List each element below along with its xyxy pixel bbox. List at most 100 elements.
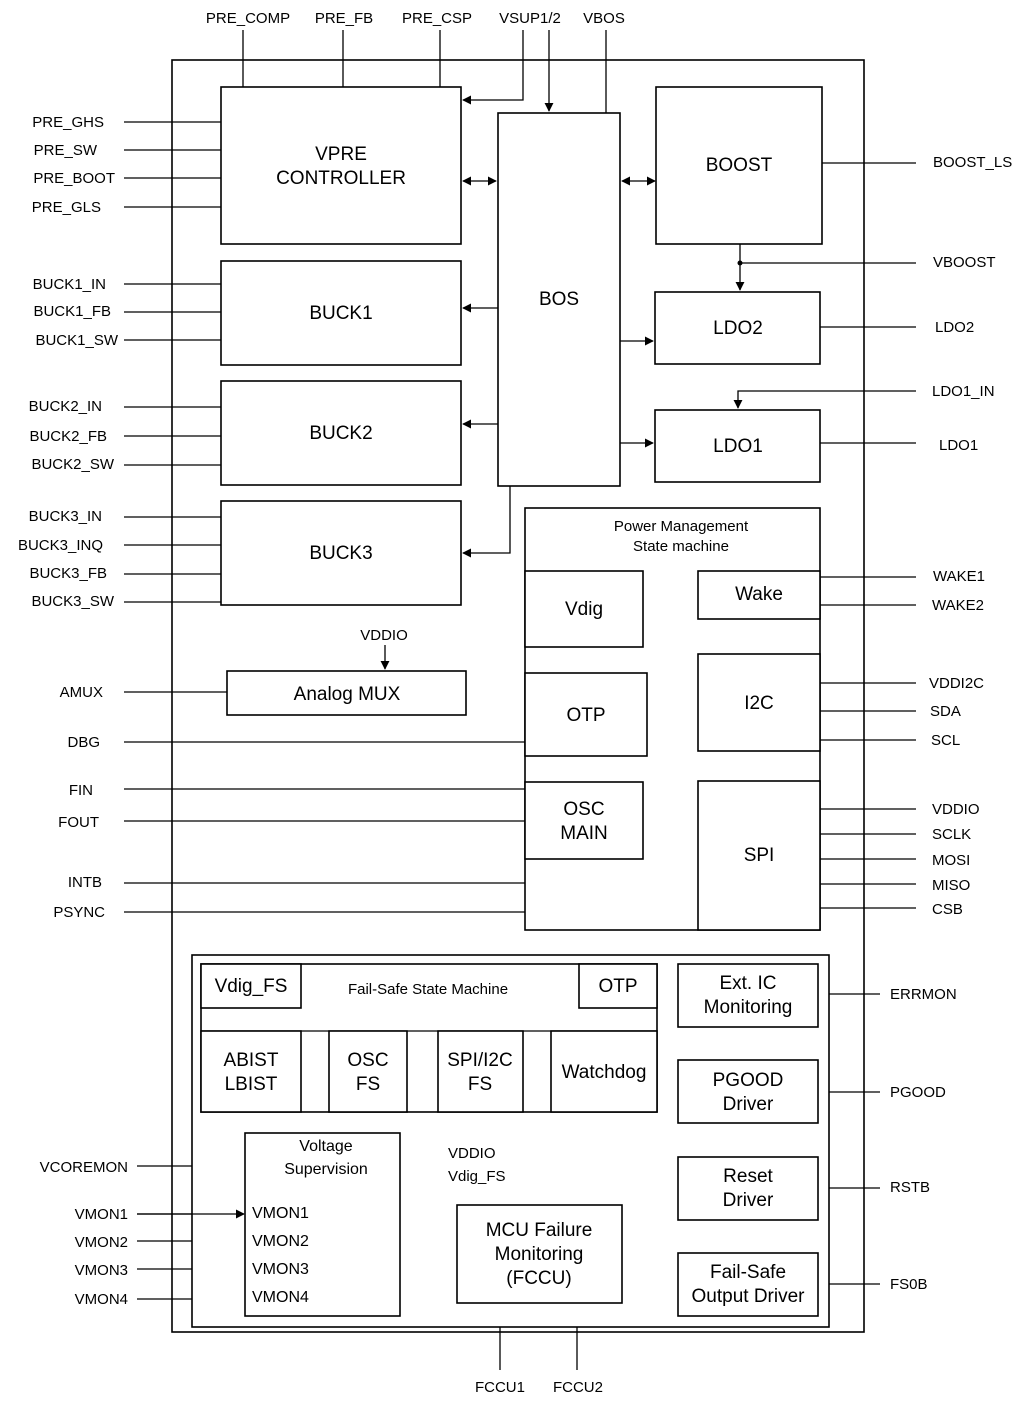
pin-buck2-sw: BUCK2_SW <box>31 456 114 473</box>
vdig-fs-block <box>200 963 302 1009</box>
wake-label: Wake <box>735 584 783 605</box>
pin-vddio: VDDIO <box>932 801 980 818</box>
vpre-label-2: CONTROLLER <box>276 168 406 189</box>
pin-amux: AMUX <box>60 684 103 701</box>
analog-mux-label: Analog MUX <box>294 684 401 705</box>
buck3-block <box>220 500 462 606</box>
pin-miso: MISO <box>932 877 970 894</box>
boost-block <box>655 86 823 245</box>
pin-fin: FIN <box>69 782 93 799</box>
pin-dbg: DBG <box>67 734 100 751</box>
fs-out-driver-label-2: Output Driver <box>692 1286 806 1307</box>
connection-lines <box>124 30 916 1370</box>
pgood-driver-block <box>677 1059 819 1124</box>
pin-vcoremon: VCOREMON <box>40 1159 128 1176</box>
pin-buck3-sw: BUCK3_SW <box>31 593 114 610</box>
pin-wake1: WAKE1 <box>933 568 985 585</box>
pin-buck3-in: BUCK3_IN <box>29 508 102 525</box>
mcu-fail-label-2: Monitoring <box>495 1244 584 1265</box>
pin-ldo1-in: LDO1_IN <box>932 383 995 400</box>
otp-block <box>524 672 648 757</box>
abist-lbist-block <box>200 1030 302 1113</box>
fs-otp-block <box>578 963 658 1009</box>
pin-scl: SCL <box>931 732 960 749</box>
ldo1-label: LDO1 <box>713 436 763 457</box>
pgood-driver-label-2: Driver <box>723 1094 774 1115</box>
fs-otp-label: OTP <box>598 976 637 997</box>
vpre-label-1: VPRE <box>315 144 367 165</box>
pm-title-1: Power Management <box>614 518 749 535</box>
pin-ldo1: LDO1 <box>939 437 978 454</box>
vdig-fs-vs-label: Vdig_FS <box>448 1168 506 1185</box>
buck2-label: BUCK2 <box>309 423 372 444</box>
analog-mux-block <box>226 670 467 716</box>
pin-pre-gls: PRE_GLS <box>32 199 101 216</box>
vmon4-internal: VMON4 <box>252 1289 309 1306</box>
ext-ic-label-1: Ext. IC <box>719 973 776 994</box>
pin-vddi2c: VDDI2C <box>929 675 984 692</box>
pin-errmon: ERRMON <box>890 986 957 1003</box>
vsup-title-2: Supervision <box>284 1161 368 1178</box>
osc-main-label-1: OSC <box>563 799 604 820</box>
spi-i2c-fs-label-2: FS <box>468 1074 492 1095</box>
pin-fccu1: FCCU1 <box>475 1379 525 1396</box>
vmon3-internal: VMON3 <box>252 1261 309 1278</box>
spi-block <box>697 780 821 931</box>
pin-ldo2: LDO2 <box>935 319 974 336</box>
pin-buck2-in: BUCK2_IN <box>29 398 102 415</box>
ldo2-label: LDO2 <box>713 318 763 339</box>
pin-vmon3: VMON3 <box>75 1262 128 1279</box>
pgood-driver-label-1: PGOOD <box>713 1070 784 1091</box>
mcu-fail-label-3: (FCCU) <box>506 1268 571 1289</box>
abist-label-1: ABIST <box>224 1050 279 1071</box>
vdig-block <box>524 570 644 648</box>
pin-buck3-inq: BUCK3_INQ <box>18 537 103 554</box>
pin-wake2: WAKE2 <box>932 597 984 614</box>
pin-boost-ls: BOOST_LS <box>933 154 1012 171</box>
pin-vmon2: VMON2 <box>75 1234 128 1251</box>
i2c-block <box>697 653 821 752</box>
pin-pre-sw: PRE_SW <box>34 142 98 159</box>
pin-pre-comp: PRE_COMP <box>206 10 290 27</box>
pin-buck1-sw: BUCK1_SW <box>35 332 118 349</box>
pin-pre-ghs: PRE_GHS <box>32 114 104 131</box>
pin-vboost: VBOOST <box>933 254 996 271</box>
fail-safe-output-driver-block <box>677 1252 819 1317</box>
pin-psync: PSYNC <box>53 904 105 921</box>
pin-buck1-fb: BUCK1_FB <box>33 303 111 320</box>
osc-fs-label-1: OSC <box>347 1050 388 1071</box>
pin-pgood: PGOOD <box>890 1084 946 1101</box>
ext-ic-monitoring-block <box>677 963 819 1028</box>
pin-vmon4: VMON4 <box>75 1291 128 1308</box>
osc-fs-block <box>328 1030 408 1113</box>
vdig-fs-label: Vdig_FS <box>215 976 288 997</box>
pm-title-2: State machine <box>633 538 729 555</box>
pin-pre-boot: PRE_BOOT <box>33 170 115 187</box>
watchdog-label: Watchdog <box>562 1062 647 1083</box>
abist-label-2: LBIST <box>225 1074 278 1095</box>
pin-pre-fb: PRE_FB <box>315 10 373 27</box>
otp-label: OTP <box>566 705 605 726</box>
spi-i2c-fs-block <box>437 1030 524 1113</box>
pin-vmon1: VMON1 <box>75 1206 128 1223</box>
watchdog-block <box>550 1030 658 1113</box>
fs-title: Fail-Safe State Machine <box>348 981 508 998</box>
osc-fs-label-2: FS <box>356 1074 380 1095</box>
mcu-fail-label-1: MCU Failure <box>486 1220 593 1241</box>
buck3-label: BUCK3 <box>309 543 372 564</box>
osc-main-label-2: MAIN <box>560 823 608 844</box>
pin-vbos: VBOS <box>583 10 625 27</box>
reset-driver-label-2: Driver <box>723 1190 774 1211</box>
boost-label: BOOST <box>706 155 773 176</box>
ldo1-block <box>654 409 821 483</box>
buck1-block <box>220 260 462 366</box>
pin-csb: CSB <box>932 901 963 918</box>
pin-fs0b: FS0B <box>890 1276 928 1293</box>
reset-driver-block <box>677 1156 819 1221</box>
wake-block <box>697 570 821 620</box>
ext-ic-label-2: Monitoring <box>704 997 793 1018</box>
vddio-mux-label: VDDIO <box>360 627 408 644</box>
vddio-vs-label: VDDIO <box>448 1145 496 1162</box>
voltage-supervision-block <box>244 1132 401 1317</box>
